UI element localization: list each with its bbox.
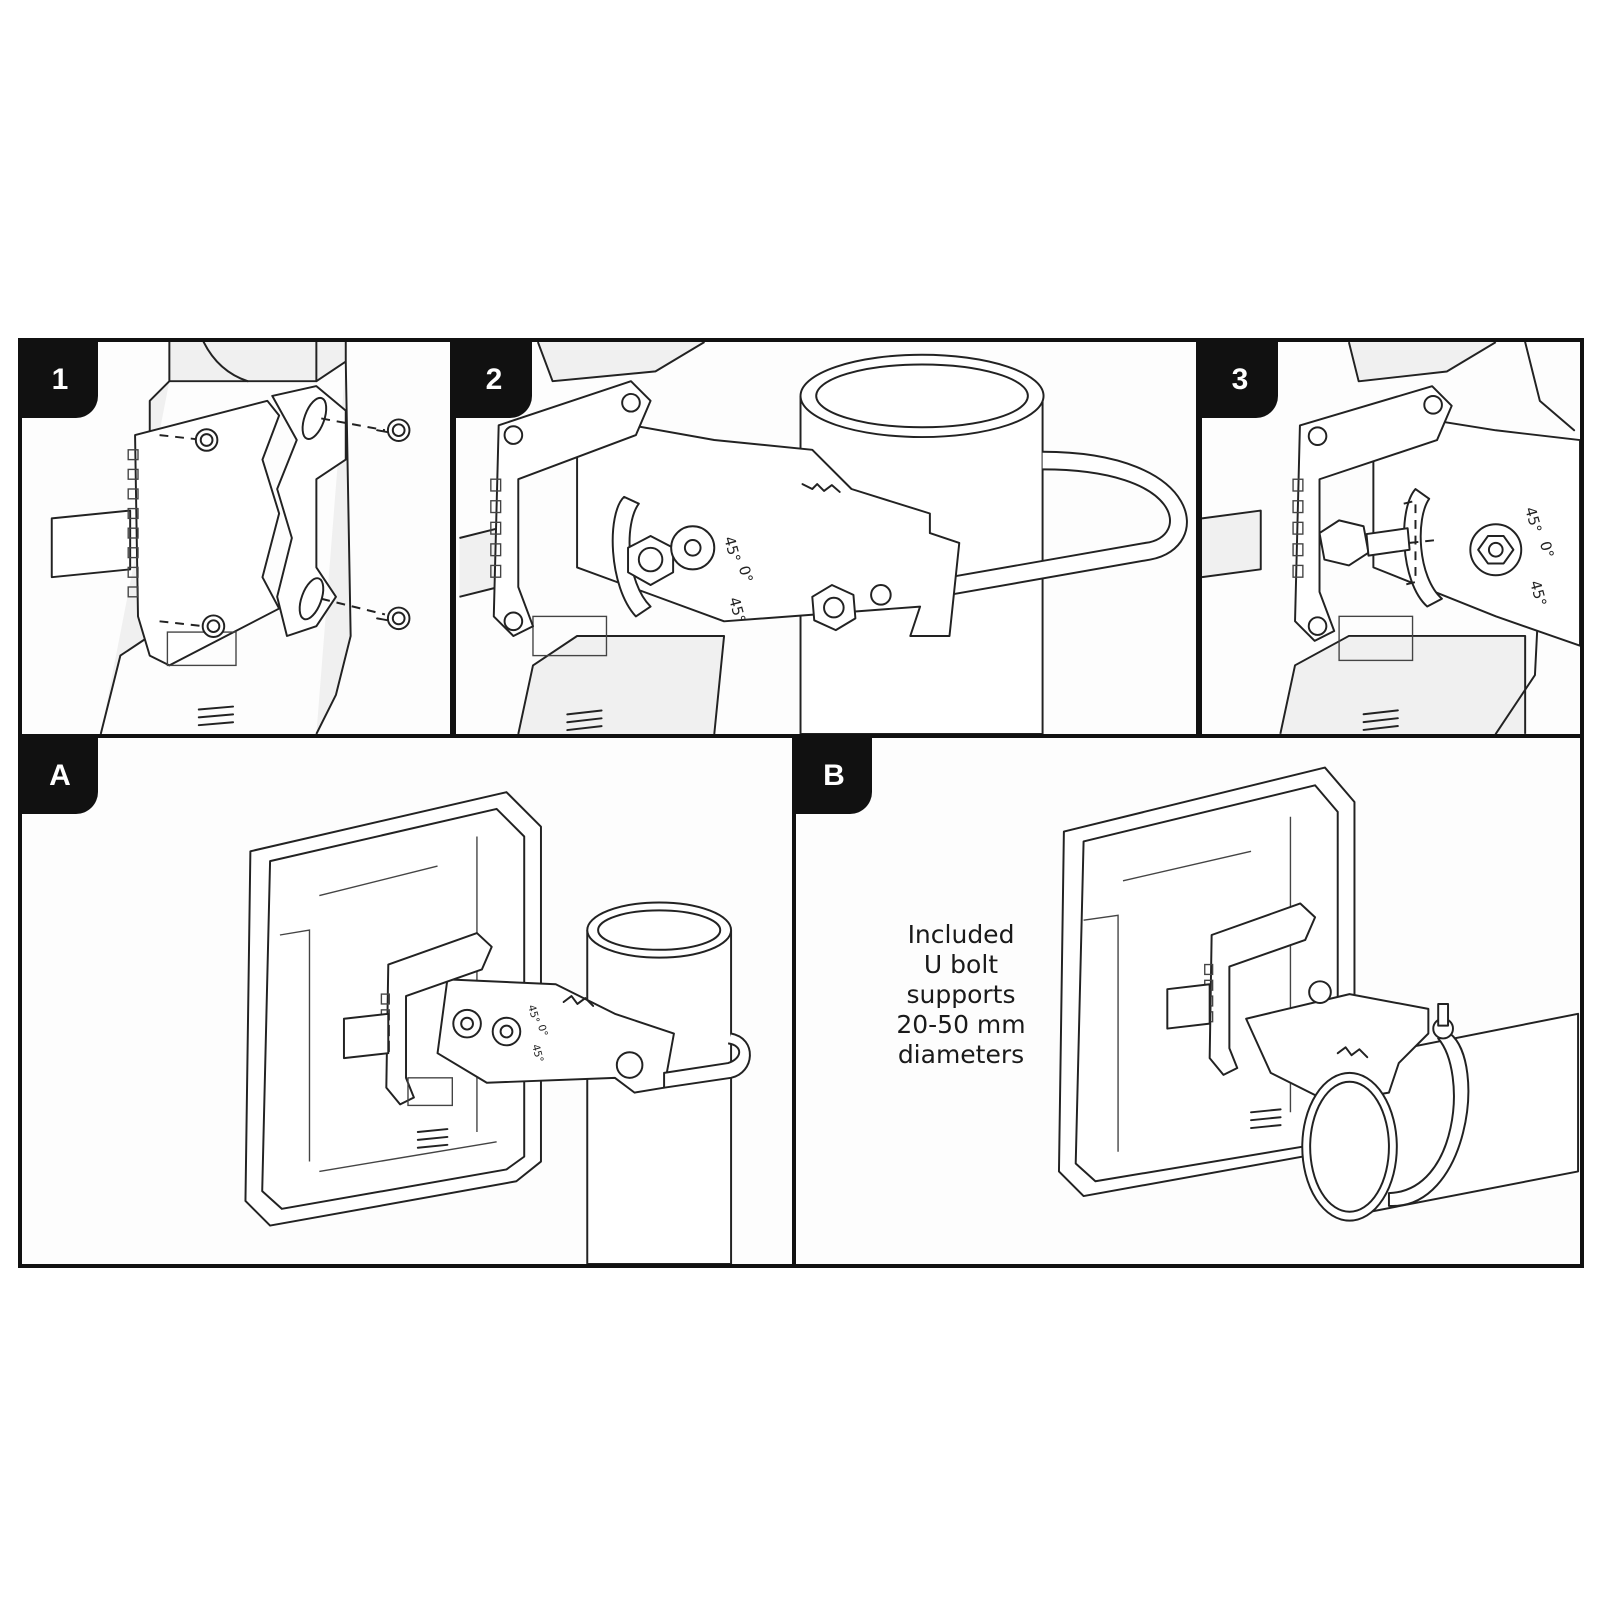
panel-step-1: 1 (18, 338, 454, 738)
clamp-bracket (271, 385, 347, 637)
clamp-bracket (1294, 385, 1453, 642)
angle-scale: 45° 0° 45° (525, 1004, 549, 1064)
mounting-pole (586, 901, 733, 1264)
scale-label-upper: 45° (525, 1004, 541, 1025)
scale-label-upper: 45° (1521, 505, 1544, 535)
screw-icon (503, 392, 641, 632)
screw-icon (194, 418, 411, 638)
pole-end (1301, 1071, 1398, 1222)
radio-housing (1202, 342, 1527, 734)
caption-line: diameters (897, 1040, 1025, 1069)
plate-slots (127, 449, 139, 598)
panel-step-3: 45° 0° 45° 3 (1198, 338, 1584, 738)
scale-label-lower: 45° (725, 595, 748, 625)
clamp-bracket (385, 932, 493, 1106)
scale-label-zero: 0° (735, 564, 756, 585)
mounting-arm (576, 414, 961, 637)
scale-label-lower: 45° (1526, 579, 1549, 609)
hex-nut-icon (627, 525, 892, 632)
option-badge-b: B (796, 738, 872, 814)
angle-scale: 45° 0° 45° (1521, 505, 1556, 608)
scale-label-zero: 0° (535, 1023, 550, 1037)
u-bolt (948, 450, 1188, 596)
mounting-plate (134, 399, 281, 667)
caption-line: U bolt (923, 950, 999, 979)
option-b-illustration (1057, 766, 1580, 1222)
caption-line: 20-50 mm (896, 1010, 1026, 1039)
clamp-bracket (1208, 902, 1317, 1076)
step-1-illustration (50, 342, 411, 734)
mounting-arm (1245, 993, 1430, 1104)
panel-option-b: B Included U bolt supports 20-50 mm diam… (792, 734, 1584, 1268)
step-2-illustration: 45° 0° 45° (459, 342, 1188, 734)
option-a-illustration: 45° 0° 45° (244, 791, 751, 1264)
step-3-illustration: 45° 0° 45° (1202, 342, 1580, 734)
screw-icon (1307, 395, 1443, 636)
scale-label-lower: 45° (529, 1043, 545, 1064)
hex-nut-icon (1308, 980, 1454, 1040)
scale-label-upper: 45° (720, 535, 743, 565)
hex-nut-icon (1469, 523, 1523, 577)
hex-nut-icon (452, 1008, 644, 1079)
panel-option-a: 45° 0° 45° A (18, 734, 796, 1268)
step-badge-2: 2 (456, 342, 532, 418)
clamp-bracket (492, 380, 652, 637)
option-badge-a: A (22, 738, 98, 814)
caption-line: supports (906, 980, 1016, 1009)
panel-step-2: 45° 0° 45° 2 (452, 338, 1200, 738)
step-badge-3: 3 (1202, 342, 1278, 418)
u-bolt (1387, 1032, 1470, 1207)
caption-line: Included (907, 920, 1015, 949)
u-bolt (663, 1032, 751, 1089)
step-badge-1: 1 (22, 342, 98, 418)
angle-scale: 45° 0° 45° (720, 535, 755, 625)
u-bolt-caption: Included U bolt supports 20-50 mm diamet… (856, 920, 1066, 1070)
scale-label-zero: 0° (1536, 540, 1557, 561)
bolt-icon (1318, 519, 1411, 567)
